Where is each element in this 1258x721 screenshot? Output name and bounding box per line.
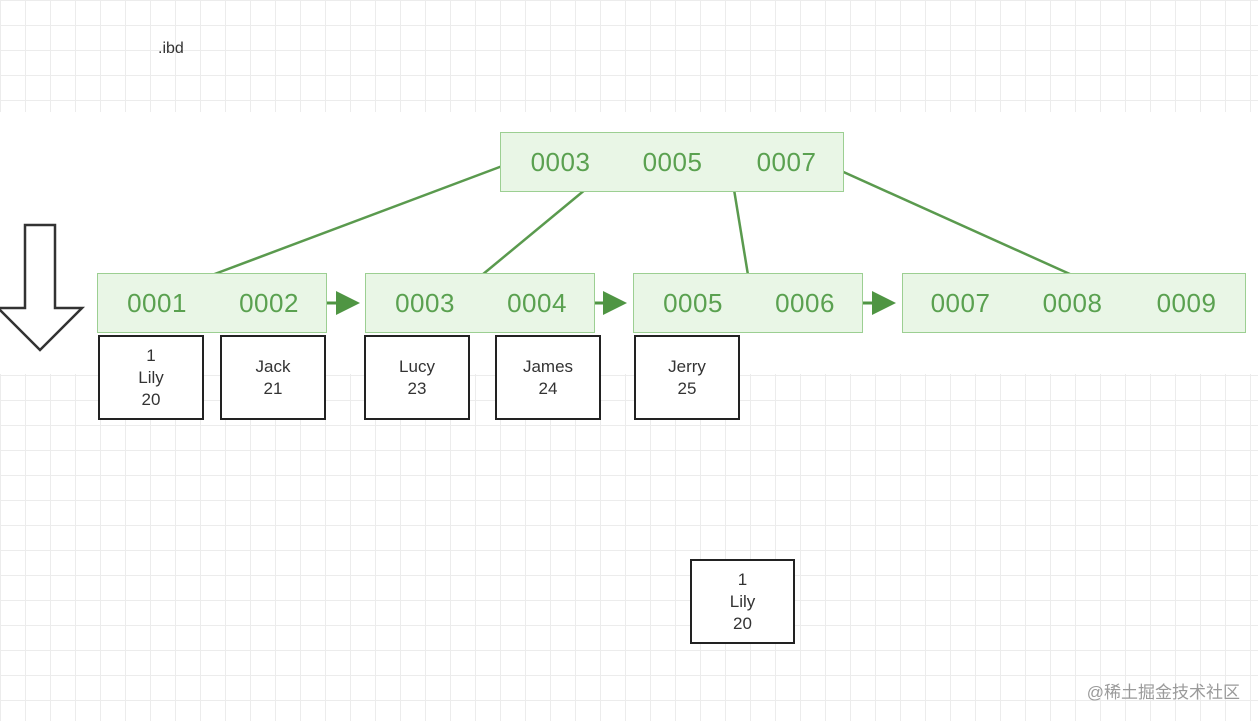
root-key: 0003 xyxy=(530,146,591,177)
row-name: James xyxy=(522,356,574,376)
leaf-node-1: 0001 0002 xyxy=(97,273,327,333)
watermark: @稀土掘金技术社区 xyxy=(1086,683,1240,702)
row-name: Jack xyxy=(255,356,291,376)
data-row: Lucy 23 xyxy=(364,335,470,420)
data-row: Jerry 25 xyxy=(634,335,740,420)
row-name: Jerry xyxy=(668,356,706,376)
row-age: 25 xyxy=(677,378,697,398)
root-key: 0005 xyxy=(642,146,703,177)
data-row: Jack 21 xyxy=(220,335,326,420)
row-id: 1 xyxy=(737,569,748,589)
leaf-key: 0002 xyxy=(239,287,299,318)
row-age: 20 xyxy=(141,389,161,409)
root-key: 0007 xyxy=(756,146,817,177)
row-id: 1 xyxy=(146,345,156,365)
root-node: 0003 0005 0007 xyxy=(500,132,844,192)
row-name: Lucy xyxy=(399,356,435,376)
leaf-node-4: 0007 0008 0009 xyxy=(902,273,1246,333)
leaf-key: 0007 xyxy=(930,287,991,318)
leaf-node-2: 0003 0004 xyxy=(365,273,595,333)
row-age: 24 xyxy=(538,378,558,398)
leaf-key: 0008 xyxy=(1042,287,1103,318)
leaf-key: 0004 xyxy=(507,287,567,318)
leaf-key: 0009 xyxy=(1156,287,1217,318)
data-row: 1 Lily 20 xyxy=(98,335,204,420)
leaf-key: 0005 xyxy=(663,287,723,318)
row-age: 20 xyxy=(733,613,752,633)
detached-data-row: 1 Lily 20 xyxy=(690,559,795,644)
leaf-key: 0001 xyxy=(127,287,187,318)
data-row: James 24 xyxy=(495,335,601,420)
row-age: 21 xyxy=(263,378,283,398)
row-name: Lily xyxy=(138,367,164,387)
row-age: 23 xyxy=(407,378,427,398)
leaf-node-3: 0005 0006 xyxy=(633,273,863,333)
leaf-key: 0003 xyxy=(395,287,455,318)
row-name: Lily xyxy=(729,591,756,611)
file-label: .ibd xyxy=(158,40,184,57)
leaf-key: 0006 xyxy=(775,287,835,318)
